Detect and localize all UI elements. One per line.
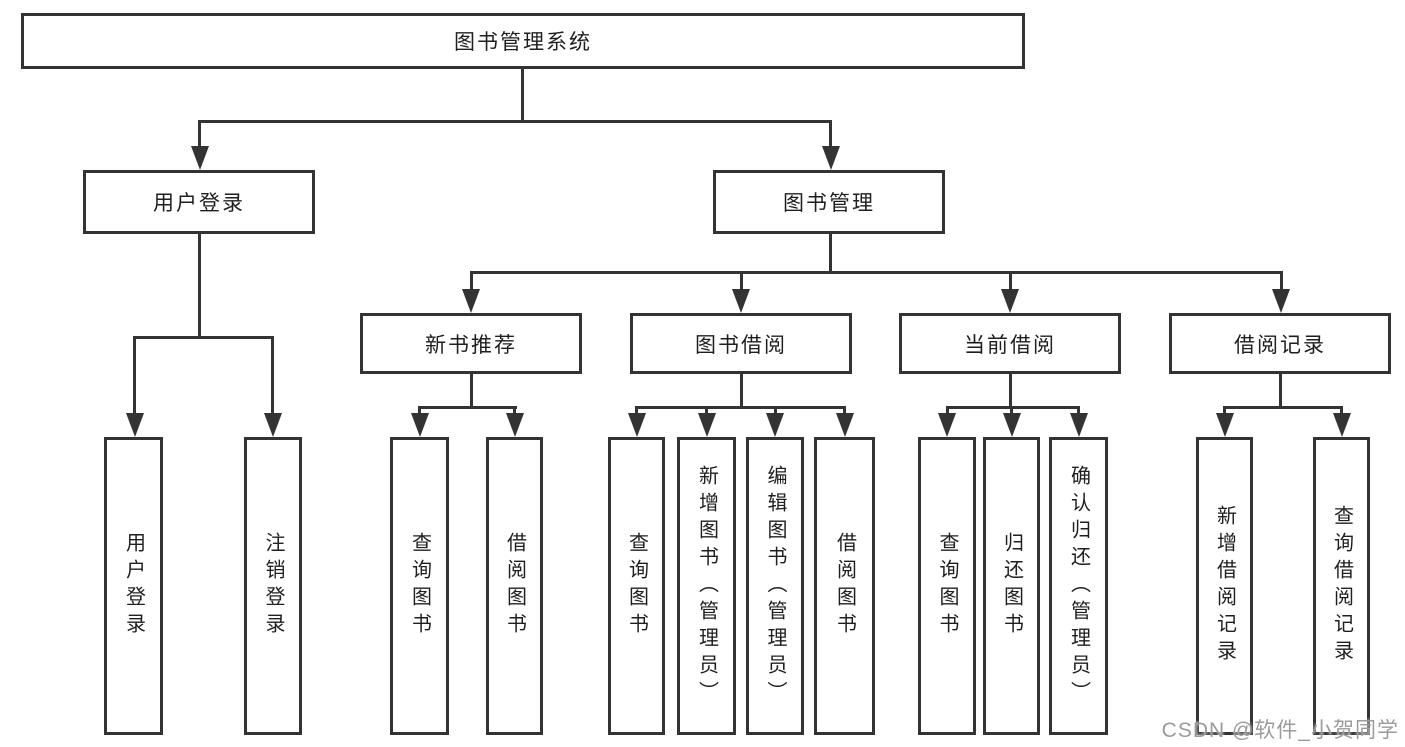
node-new-book-recommend: 新书推荐: [360, 313, 582, 374]
arrowhead-down-icon: [506, 413, 524, 437]
node-book-borrow: 图书借阅: [630, 313, 852, 374]
leaf-label: 新增借阅记录: [1213, 505, 1236, 667]
connector-group-stem: [740, 374, 743, 406]
leaf-label: 查询图书: [936, 532, 958, 640]
leaf-user-login: 用户登录: [104, 437, 163, 735]
leaf-query-books: 查询图书: [608, 437, 665, 735]
leaf-borrow-books: 借阅图书: [814, 437, 875, 735]
node-label: 新书推荐: [425, 333, 517, 357]
leaf-label: 归还图书: [1000, 532, 1023, 640]
leaf-label: 借阅图书: [503, 532, 526, 640]
connector-leaf-stem: [843, 406, 846, 413]
connector-level3-stem: [470, 271, 473, 289]
connector-leaf-stem: [946, 406, 949, 413]
connector-level2-bar: [198, 120, 832, 123]
leaf-add-borrow-record: 新增借阅记录: [1196, 437, 1253, 735]
connector-leaf-stem: [1010, 406, 1013, 413]
node-user-login: 用户登录: [83, 170, 315, 234]
connector-level3-bar: [470, 271, 1283, 274]
leaf-label: 查询借阅记录: [1330, 505, 1353, 667]
node-label: 图书借阅: [695, 333, 787, 357]
node-current-borrow: 当前借阅: [899, 313, 1121, 374]
connector-user-login-stem: [198, 120, 201, 146]
arrowhead-down-icon: [1001, 289, 1019, 313]
leaf-logout: 注销登录: [244, 437, 302, 735]
leaf-label: 新增图书（管理员）: [695, 464, 718, 708]
node-label: 图书管理: [783, 192, 875, 215]
arrowhead-down-icon: [1070, 413, 1088, 437]
node-borrow-records: 借阅记录: [1169, 313, 1391, 374]
leaf-label: 用户登录: [122, 532, 145, 640]
arrowhead-down-icon: [411, 413, 429, 437]
arrowhead-down-icon: [836, 413, 854, 437]
node-label: 图书管理系统: [454, 31, 592, 54]
leaf-query-borrow-record: 查询借阅记录: [1313, 437, 1370, 735]
node-label: 借阅记录: [1234, 333, 1326, 357]
connector-group-bar: [946, 406, 1080, 409]
arrowhead-down-icon: [1272, 289, 1290, 313]
leaf-label: 注销登录: [262, 532, 284, 640]
connector-book-management-down: [829, 234, 832, 271]
leaf-add-books-admin: 新增图书（管理员）: [677, 437, 736, 735]
arrowhead-down-icon: [1333, 413, 1351, 437]
csdn-watermark: CSDN @软件_小贺同学: [1161, 719, 1399, 742]
connector-level3-stem: [1280, 271, 1283, 289]
node-label: 当前借阅: [964, 333, 1056, 357]
arrowhead-down-icon: [938, 413, 956, 437]
leaf-borrow-books: 借阅图书: [486, 437, 543, 735]
leaf-edit-books-admin: 编辑图书（管理员）: [746, 437, 804, 735]
connector-leaf-stem: [418, 406, 421, 413]
connector-leaf-stem: [635, 406, 638, 413]
arrowhead-down-icon: [126, 413, 144, 437]
arrowhead-down-icon: [822, 146, 840, 170]
node-book-management: 图书管理: [713, 170, 945, 234]
connector-leaf-stem: [705, 406, 708, 413]
connector-leaf-stem: [271, 336, 274, 413]
leaf-confirm-return-admin: 确认归还（管理员）: [1049, 437, 1108, 735]
arrowhead-down-icon: [264, 413, 282, 437]
connector-level3-stem: [1009, 271, 1012, 289]
connector-group-stem: [1279, 374, 1282, 406]
connector-root-stem: [521, 69, 524, 120]
arrowhead-down-icon: [698, 413, 716, 437]
arrowhead-down-icon: [628, 413, 646, 437]
connector-group-stem: [470, 374, 473, 406]
connector-group-stem: [1009, 374, 1012, 406]
connector-user-login-down: [198, 234, 201, 336]
arrowhead-down-icon: [766, 413, 784, 437]
connector-leaf-stem: [513, 406, 516, 413]
leaf-label: 查询图书: [408, 532, 431, 640]
connector-book-management-stem: [829, 120, 832, 146]
node-label: 用户登录: [153, 192, 245, 215]
node-library-management-system: 图书管理系统: [21, 13, 1025, 69]
arrowhead-down-icon: [1216, 413, 1234, 437]
connector-leaf-stem: [133, 336, 136, 413]
connector-group-bar: [1223, 406, 1343, 409]
connector-group-bar: [418, 406, 517, 409]
arrowhead-down-icon: [732, 289, 750, 313]
leaf-query-books: 查询图书: [918, 437, 976, 735]
arrowhead-down-icon: [462, 289, 480, 313]
leaf-return-books: 归还图书: [983, 437, 1040, 735]
connector-leaf-stem: [1340, 406, 1343, 413]
connector-leaf-stem: [774, 406, 777, 413]
connector-leaf-stem: [1077, 406, 1080, 413]
leaf-label: 确认归还（管理员）: [1067, 464, 1090, 708]
connector-user-login-bar: [133, 336, 274, 339]
leaf-label: 查询图书: [625, 532, 648, 640]
leaf-label: 借阅图书: [833, 532, 856, 640]
connector-group-bar: [635, 406, 846, 409]
arrowhead-down-icon: [1003, 413, 1021, 437]
leaf-query-books: 查询图书: [390, 437, 449, 735]
connector-leaf-stem: [1223, 406, 1226, 413]
arrowhead-down-icon: [191, 146, 209, 170]
connector-level3-stem: [740, 271, 743, 289]
leaf-label: 编辑图书（管理员）: [764, 464, 786, 708]
